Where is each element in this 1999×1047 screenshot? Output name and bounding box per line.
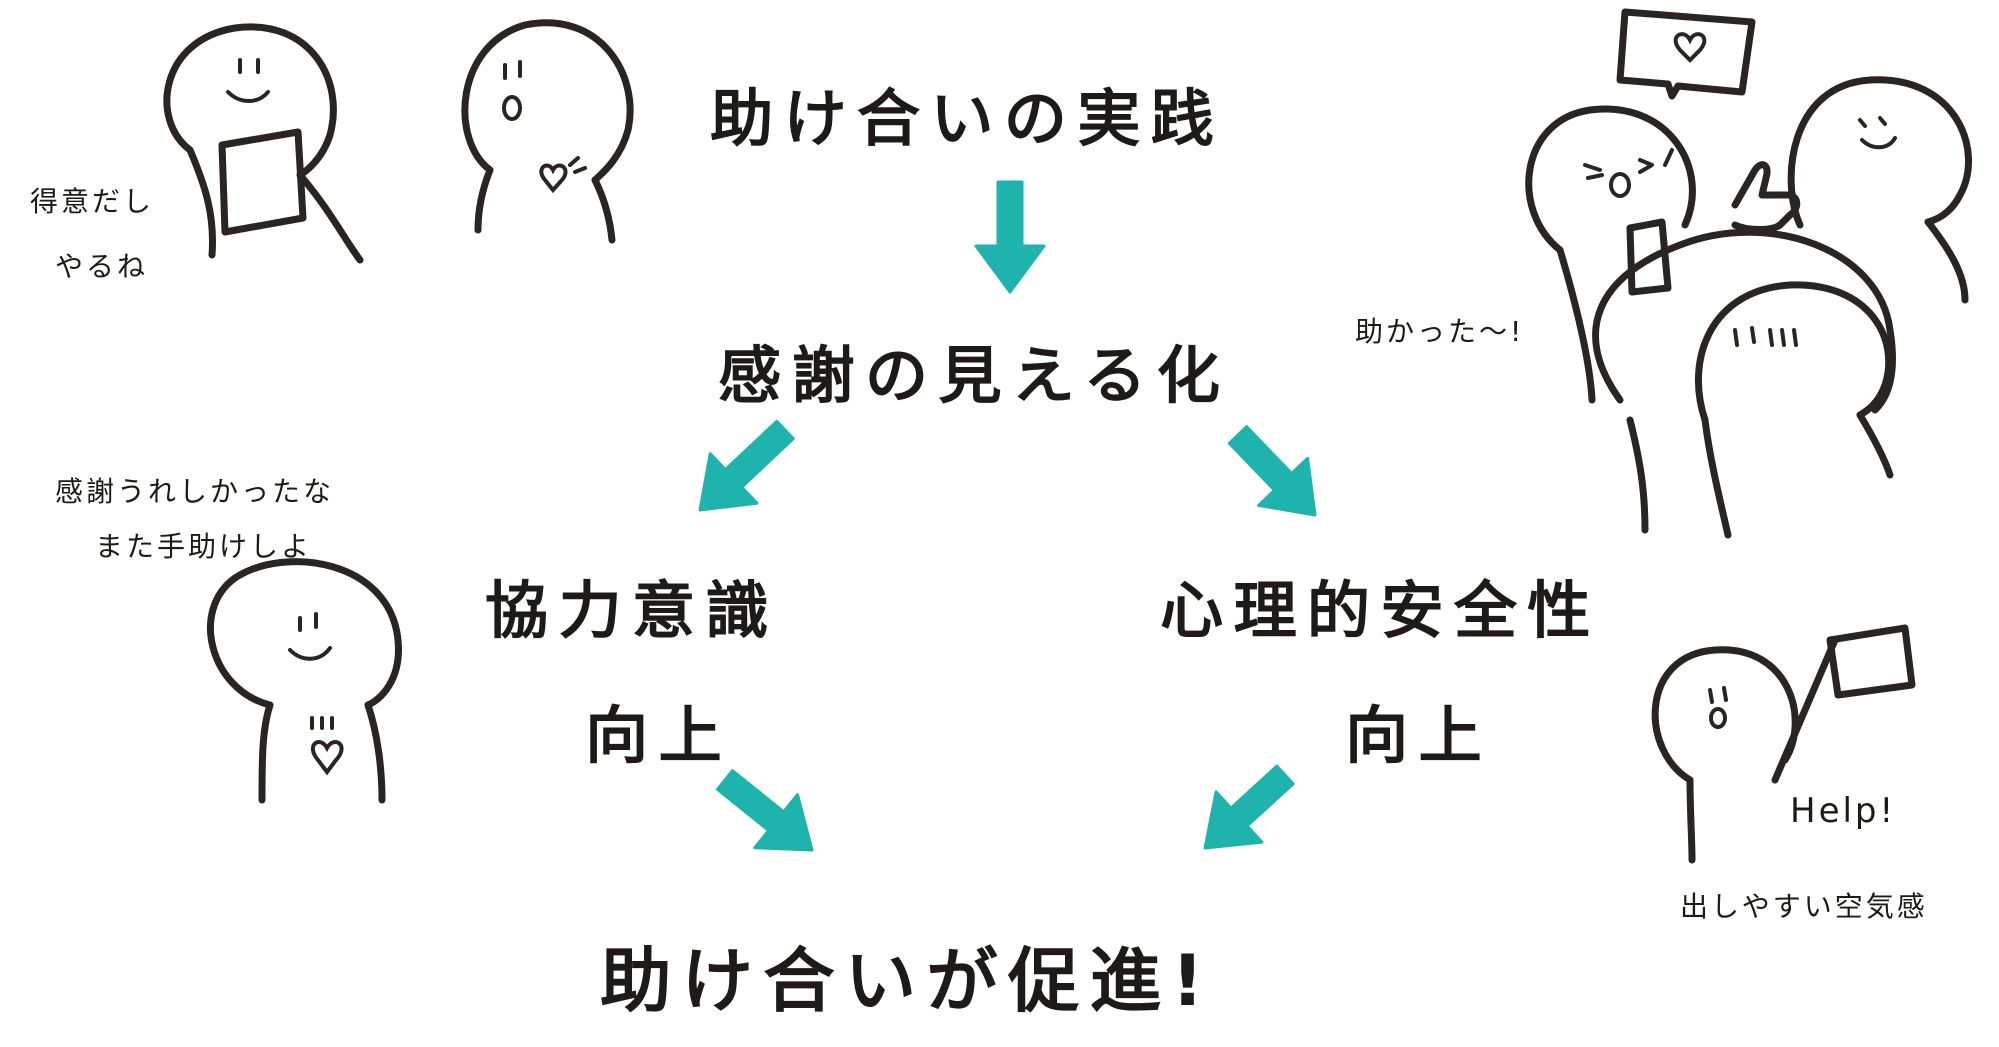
arrow-down-left-icon (698, 419, 795, 512)
figure-right-left (1525, 105, 1696, 404)
arrow-down-right-icon (716, 769, 814, 852)
arrow-down-left-icon (1203, 764, 1295, 850)
note-mid-left-line1: 感謝うれしかったな (55, 475, 335, 508)
arrow-down-right-icon (1227, 425, 1317, 517)
result-label: 助け合いが促進! (600, 940, 1214, 1022)
note-top-left-line1: 得意だし (30, 185, 155, 218)
figure-right-front (1694, 281, 1894, 539)
note-top-right: 助かった〜! (1355, 315, 1525, 348)
note-bottom-right-caption: 出しやすい空気感 (1680, 890, 1928, 923)
heart-icon (310, 740, 344, 776)
flag-icon (1826, 624, 1916, 699)
clipboard (218, 128, 307, 236)
heart-icon (1673, 32, 1707, 63)
figure-right-big (1592, 228, 1896, 534)
figure-top-right (1731, 76, 1972, 304)
step-gratitude-label: 感謝の見える化 (718, 339, 1231, 412)
note-mid-left-line2: また手助けしよ (95, 530, 313, 563)
flag-pole (1771, 636, 1839, 784)
figure-top-left (163, 23, 364, 264)
note-top-left-line2: やるね (55, 250, 149, 283)
left-branch-line2: 向上 (585, 699, 732, 772)
note-help-sign: Help! (1790, 791, 1897, 831)
figure-bottom-right (1651, 624, 1916, 864)
left-branch-line1: 協力意識 (485, 574, 779, 647)
figure-top-center-left (461, 19, 634, 244)
right-branch-line1: 心理的安全性 (1160, 574, 1601, 647)
heart-icon (539, 163, 568, 194)
speech-bubble-heart (1616, 8, 1756, 100)
phone (1626, 218, 1672, 296)
right-branch-line2: 向上 (1345, 699, 1492, 772)
arrow-down-icon (974, 180, 1046, 294)
step-practice-label: 助け合いの実践 (710, 82, 1225, 155)
figure-mid-left (207, 558, 402, 804)
